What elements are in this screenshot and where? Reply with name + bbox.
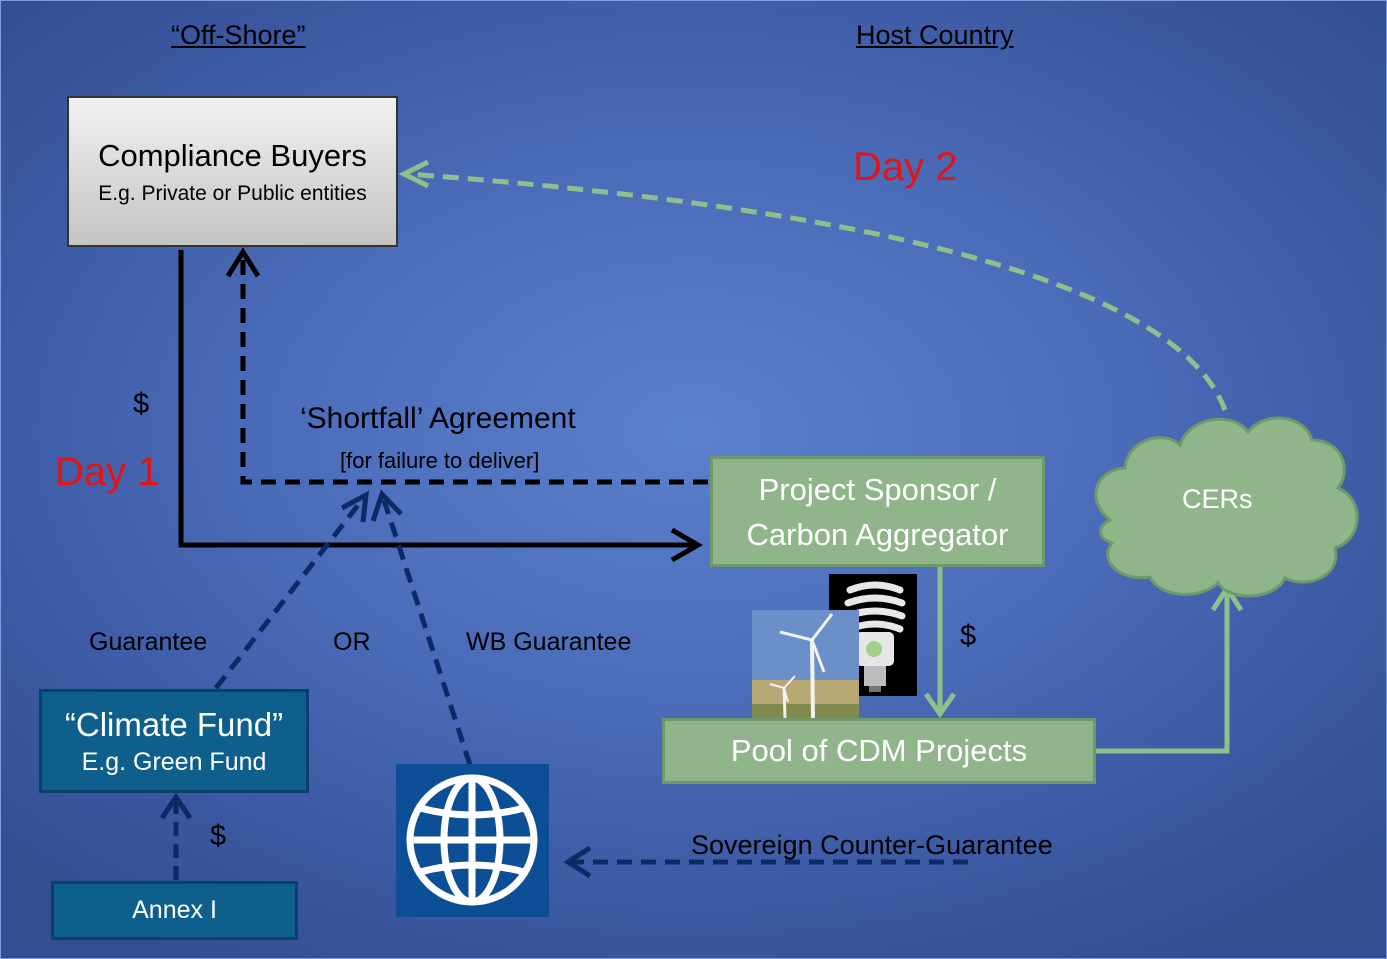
guarantee-label: Guarantee bbox=[89, 628, 208, 656]
payment-arrow bbox=[178, 250, 696, 548]
cers-cloud-shape bbox=[1094, 416, 1359, 598]
shortfall-arrowhead bbox=[225, 247, 261, 278]
cers-delivery-arrow bbox=[407, 171, 1228, 411]
compliance-buyers-box: Compliance Buyers E.g. Private or Public… bbox=[67, 96, 398, 247]
climate-fund-box: “Climate Fund” E.g. Green Fund bbox=[39, 689, 309, 793]
sponsor-to-pool-arrowhead bbox=[923, 692, 957, 719]
climate-fund-subtitle: E.g. Green Fund bbox=[81, 747, 267, 776]
cers-label: CERs bbox=[1182, 484, 1253, 514]
pool-dollar-label: $ bbox=[960, 620, 977, 652]
shortfall-agreement-title: ‘Shortfall’ Agreement bbox=[300, 402, 576, 435]
annex-funding-arrowhead bbox=[159, 792, 193, 820]
sovereign-arrowhead bbox=[563, 845, 592, 879]
payment-arrowhead bbox=[670, 527, 704, 563]
project-sponsor-line2: Carbon Aggregator bbox=[746, 516, 1009, 552]
wind-turbine-photo bbox=[752, 610, 859, 719]
sovereign-counter-guarantee-label: Sovereign Counter-Guarantee bbox=[691, 830, 1053, 860]
compliance-buyers-title: Compliance Buyers bbox=[98, 137, 367, 173]
fund-dollar-label: $ bbox=[210, 820, 227, 852]
offshore-header: “Off-Shore” bbox=[171, 20, 306, 50]
cfl-bulb-icon bbox=[844, 581, 906, 692]
day-2-label: Day 2 bbox=[853, 145, 958, 189]
pool-to-cers-arrow bbox=[1096, 590, 1230, 754]
globe-icon bbox=[406, 774, 538, 906]
day-1-label: Day 1 bbox=[55, 450, 160, 494]
shortfall-arrow bbox=[240, 258, 708, 485]
compliance-buyers-subtitle: E.g. Private or Public entities bbox=[98, 181, 367, 205]
wb-guarantee-arrowhead bbox=[370, 489, 403, 522]
annex-i-box: Annex I bbox=[51, 881, 298, 940]
annex-i-label: Annex I bbox=[132, 896, 217, 924]
shortfall-agreement-subtitle: [for failure to deliver] bbox=[340, 448, 540, 473]
or-label: OR bbox=[333, 628, 371, 656]
fund-guarantee-arrow bbox=[214, 498, 364, 690]
payment-dollar-label: $ bbox=[133, 388, 150, 420]
wb-guarantee-label: WB Guarantee bbox=[466, 628, 632, 656]
pool-of-cdm-projects-box: Pool of CDM Projects bbox=[662, 718, 1096, 784]
wb-guarantee-arrow bbox=[381, 499, 473, 766]
climate-fund-title: “Climate Fund” bbox=[64, 705, 284, 743]
pool-of-cdm-projects-label: Pool of CDM Projects bbox=[730, 733, 1028, 768]
project-sponsor-line1: Project Sponsor / bbox=[758, 471, 997, 507]
cers-delivery-arrowhead bbox=[398, 159, 430, 189]
fund-guarantee-arrowhead bbox=[340, 490, 370, 523]
host-country-header: Host Country bbox=[856, 20, 1014, 50]
project-sponsor-box: Project Sponsor / Carbon Aggregator bbox=[710, 456, 1045, 567]
